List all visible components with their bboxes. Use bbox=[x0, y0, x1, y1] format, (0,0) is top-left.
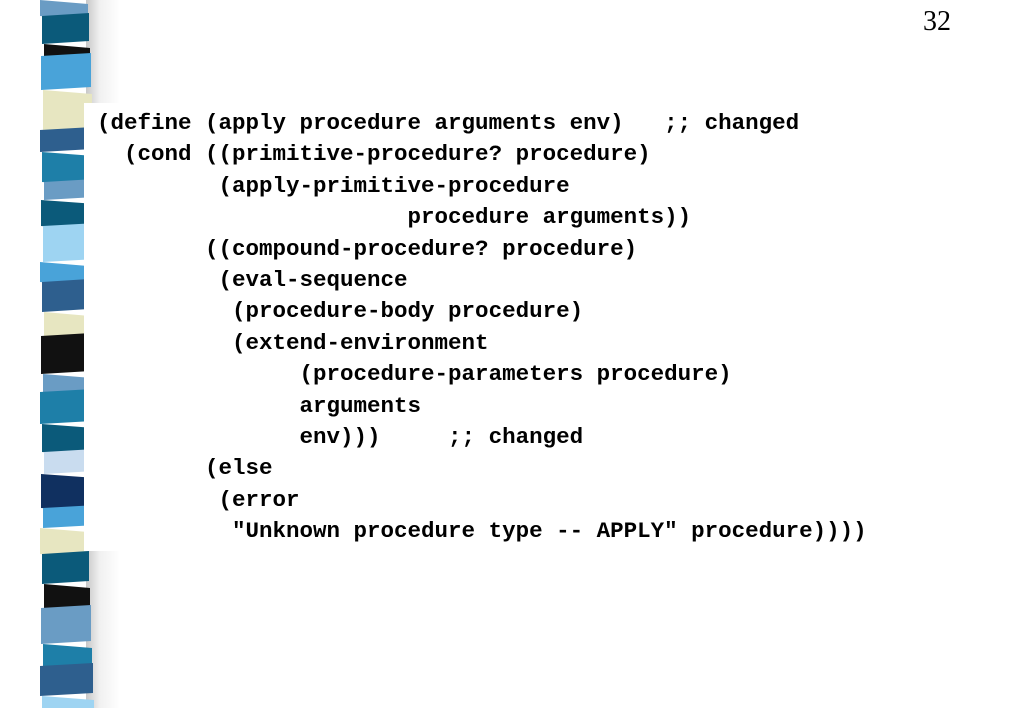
decorative-stripe bbox=[40, 0, 97, 708]
stripe-block bbox=[44, 179, 95, 200]
stripe-block bbox=[41, 53, 91, 90]
stripe-block bbox=[42, 13, 89, 44]
stripe-block bbox=[40, 663, 93, 696]
stripe-block bbox=[43, 223, 97, 262]
code-line: (error bbox=[97, 486, 300, 513]
stripe-block bbox=[41, 605, 91, 644]
code-panel bbox=[84, 103, 1023, 551]
code-line: (eval-sequence bbox=[97, 266, 408, 293]
stripe-block bbox=[43, 505, 97, 528]
code-line: (procedure-body procedure) bbox=[97, 298, 584, 325]
stripe-block bbox=[42, 696, 94, 708]
stripe-block bbox=[44, 584, 90, 612]
stripe-block bbox=[41, 333, 91, 374]
stripe-block bbox=[42, 551, 89, 584]
code-line: "Unknown procedure type -- APPLY" proced… bbox=[97, 518, 867, 545]
code-line: (else bbox=[97, 455, 273, 482]
code-line: (extend-environment bbox=[97, 329, 489, 356]
stripe-block bbox=[44, 449, 95, 474]
code-line: (cond ((primitive-procedure? procedure) bbox=[97, 141, 651, 168]
code-line: (procedure-parameters procedure) bbox=[97, 361, 732, 388]
code-line: (define (apply procedure arguments env) … bbox=[97, 110, 800, 136]
stripe-block bbox=[40, 389, 93, 424]
stripe-block bbox=[40, 528, 88, 558]
page-number: 32 bbox=[923, 6, 951, 37]
stripe-block bbox=[42, 424, 94, 456]
code-line: arguments bbox=[97, 392, 422, 419]
code-line: (apply-primitive-procedure bbox=[97, 172, 570, 199]
code-block: (define (apply procedure arguments env) … bbox=[97, 108, 867, 547]
stripe-block bbox=[44, 312, 90, 340]
stripe-block bbox=[41, 474, 96, 512]
code-line: env))) ;; changed bbox=[97, 423, 584, 450]
code-line: ((compound-procedure? procedure) bbox=[97, 235, 638, 262]
stripe-block bbox=[41, 200, 96, 230]
code-line: procedure arguments)) bbox=[97, 204, 692, 231]
stripe-block bbox=[43, 90, 92, 134]
stripe-block bbox=[42, 152, 94, 186]
stripe-block bbox=[42, 279, 89, 312]
stripe-block bbox=[40, 127, 93, 152]
stripe-block bbox=[43, 644, 92, 670]
